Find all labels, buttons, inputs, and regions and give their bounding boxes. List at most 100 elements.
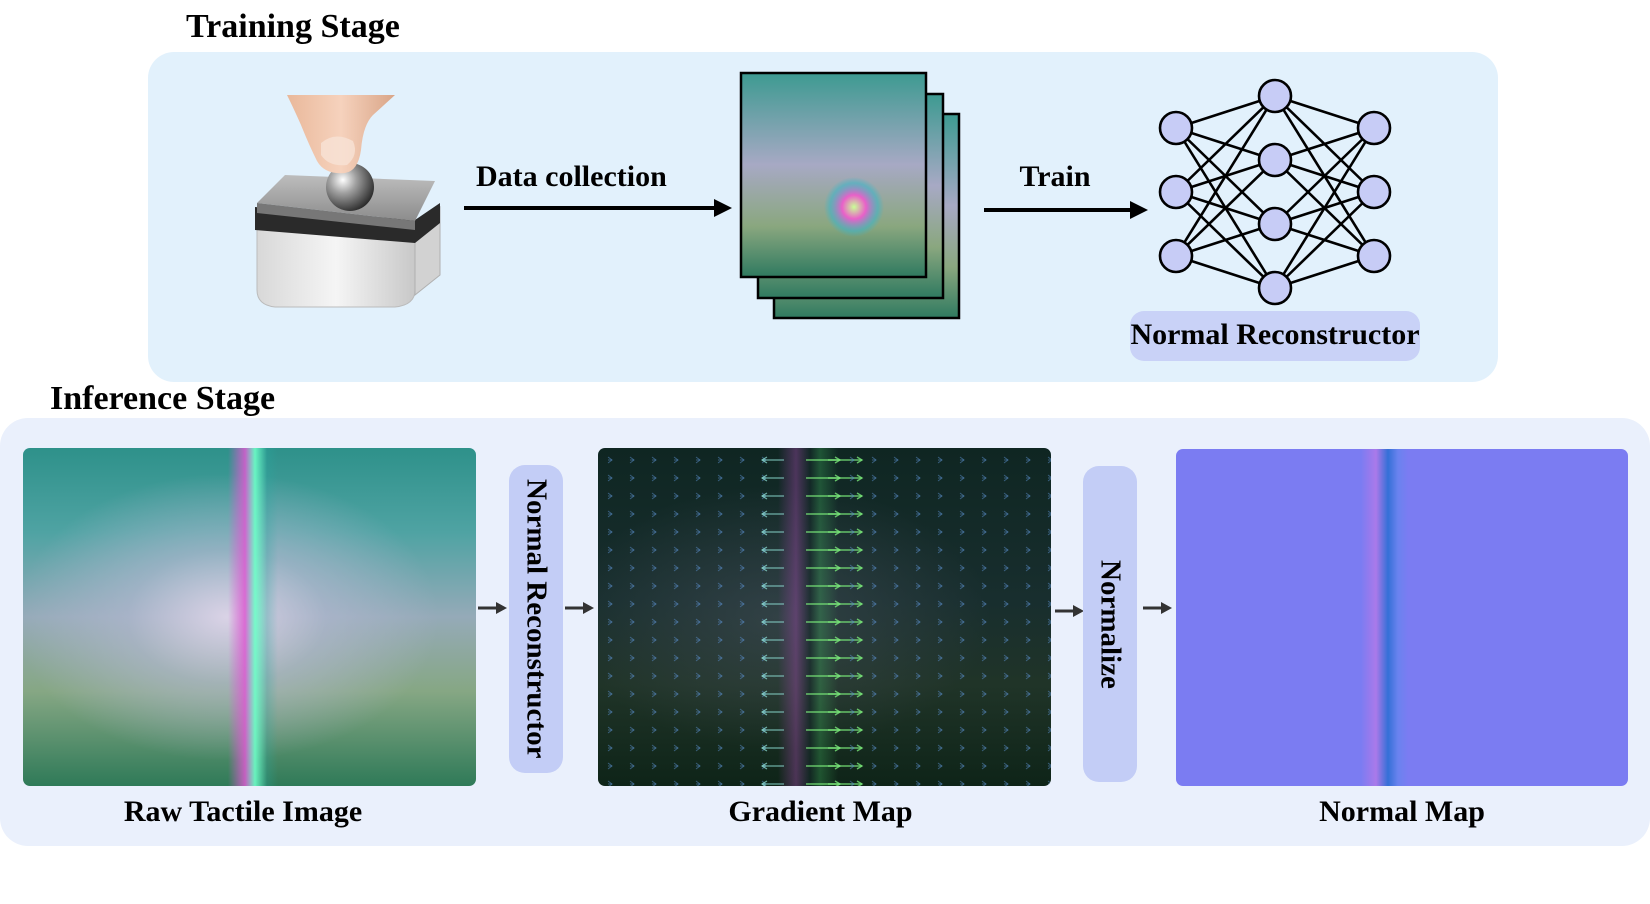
gradient-vector-head	[937, 582, 943, 590]
network-edge	[1274, 94, 1375, 130]
gradient-vector-head	[651, 708, 657, 716]
gradient-vector-head	[695, 456, 701, 464]
gradient-vector-head	[695, 582, 701, 590]
gradient-vector-head	[856, 690, 864, 698]
gradient-vector-head	[893, 762, 899, 770]
gradient-vector-head	[1047, 456, 1051, 464]
gradient-vector-head	[871, 636, 877, 644]
gradient-vector-head	[871, 762, 877, 770]
network-label-pill	[1130, 311, 1420, 361]
gradient-vector-head	[651, 546, 657, 554]
gradient-vector-head	[849, 564, 855, 572]
gradient-vector-head	[717, 744, 723, 752]
gradient-vector-head	[959, 636, 965, 644]
gradient-vector-head	[1047, 636, 1051, 644]
gradient-vector-head	[717, 474, 723, 482]
gradient-vector-head	[695, 762, 701, 770]
gradient-vector-head	[629, 690, 635, 698]
gradient-vector-head	[1047, 708, 1051, 716]
gradient-vector-head	[651, 690, 657, 698]
network-edge	[1175, 254, 1276, 290]
gradient-vector-head	[959, 708, 965, 716]
gradient-vector-head	[739, 492, 745, 500]
gradient-vector-head	[959, 510, 965, 518]
gradient-vector-head	[959, 780, 965, 786]
gradient-vector-head	[607, 456, 613, 464]
gradient-vector-head	[760, 780, 768, 786]
gradient-vector-head	[1047, 672, 1051, 680]
gradient-vector-head	[607, 474, 613, 482]
network-edge	[1175, 94, 1276, 130]
gradient-vector-head	[959, 456, 965, 464]
gradient-vector-head	[651, 636, 657, 644]
gradient-vector-head	[1003, 474, 1009, 482]
network-edge	[1174, 95, 1277, 257]
gradient-vector-head	[959, 600, 965, 608]
gradient-vector-head	[871, 564, 877, 572]
gradient-vector-head	[1025, 726, 1031, 734]
gradient-vector-head	[937, 618, 943, 626]
gradient-vector-head	[981, 654, 987, 662]
gradient-vector-head	[1047, 528, 1051, 536]
gradient-vector-head	[856, 708, 864, 716]
gradient-vector-head	[673, 726, 679, 734]
gradient-vector-head	[856, 726, 864, 734]
arrow-to-normalize	[1055, 605, 1084, 617]
gradient-vector-head	[893, 510, 899, 518]
gradient-vector-head	[651, 492, 657, 500]
gradient-vector-head	[959, 672, 965, 680]
gradient-vector-head	[717, 456, 723, 464]
gradient-vector-head	[717, 636, 723, 644]
gradient-vector-head	[695, 546, 701, 554]
gradient-vector-head	[717, 708, 723, 716]
gradient-vector-head	[893, 582, 899, 590]
gradient-vector-head	[981, 672, 987, 680]
gradient-vector-head	[981, 582, 987, 590]
gradient-vector-head	[629, 762, 635, 770]
gradient-vector-head	[1003, 636, 1009, 644]
gradient-vector-head	[673, 708, 679, 716]
gradient-vector-head	[760, 456, 768, 464]
gradient-vector-head	[1003, 708, 1009, 716]
gradient-vector-head	[937, 564, 943, 572]
raw-tactile-image-label: Raw Tactile Image	[123, 795, 363, 828]
gradient-vector-head	[629, 510, 635, 518]
gradient-vector-head	[1025, 744, 1031, 752]
gradient-vector-head	[760, 762, 768, 770]
gradient-vector-head	[1025, 780, 1031, 786]
gradient-vector-head	[695, 726, 701, 734]
gradient-vector-head	[651, 744, 657, 752]
gradient-vector-head	[1003, 492, 1009, 500]
gradient-vector-head	[871, 492, 877, 500]
gradient-vector-head	[760, 618, 768, 626]
gradient-vector-head	[760, 690, 768, 698]
gradient-vector-head	[1047, 762, 1051, 770]
gradient-vector-head	[915, 456, 921, 464]
gradient-vector-head	[760, 708, 768, 716]
gradient-vector-head	[1003, 654, 1009, 662]
gradient-vector-head	[893, 600, 899, 608]
gradient-vector-head	[1025, 636, 1031, 644]
gradient-vector-head	[739, 600, 745, 608]
data-collection-label: Data collection	[476, 160, 667, 193]
gradient-vector-head	[739, 744, 745, 752]
gradient-vector-head	[629, 600, 635, 608]
gradient-vector-head	[937, 690, 943, 698]
gradient-vector-head	[607, 708, 613, 716]
gradient-vector-head	[856, 762, 864, 770]
gradient-vector-head	[1003, 528, 1009, 536]
gradient-vector-head	[673, 492, 679, 500]
gradient-vector-head	[739, 690, 745, 698]
gradient-vector-head	[981, 474, 987, 482]
gradient-vector-head	[937, 546, 943, 554]
gradient-vector-head	[717, 618, 723, 626]
gradient-vector-head	[856, 492, 864, 500]
gradient-vector-head	[651, 474, 657, 482]
gradient-vector-head	[629, 474, 635, 482]
gradient-vector-head	[856, 456, 864, 464]
gradient-vector-head	[1047, 546, 1051, 554]
gradient-vector-head	[959, 528, 965, 536]
gradient-vector-head	[717, 690, 723, 698]
gradient-vector-head	[856, 564, 864, 572]
gradient-vector-head	[937, 672, 943, 680]
